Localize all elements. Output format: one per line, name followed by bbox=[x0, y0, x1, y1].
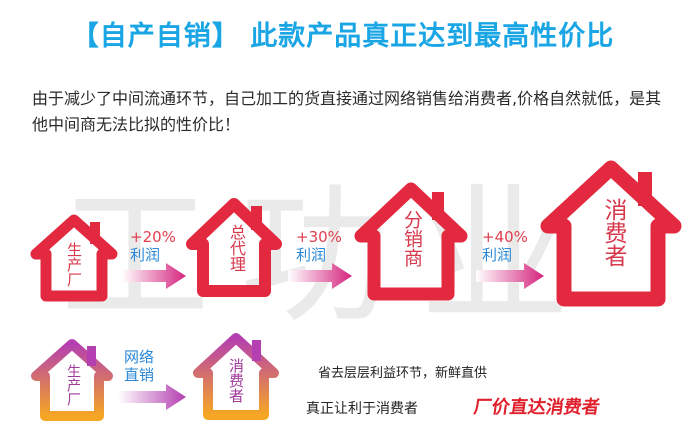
description-text: 由于减少了中间流通环节，自己加工的货直接通过网络销售给消费者,价格自然就低，是其… bbox=[32, 89, 662, 134]
arrow-icon bbox=[122, 263, 186, 289]
house-label: 总代理 bbox=[227, 224, 246, 272]
house-label: 消费者 bbox=[600, 198, 626, 267]
arrow-icon bbox=[476, 263, 544, 289]
watermark: 工功业 bbox=[60, 172, 601, 342]
house-consumer: 消费者 bbox=[540, 158, 682, 308]
house-consumer-direct: 消费者 bbox=[192, 330, 280, 422]
house-icon bbox=[31, 339, 113, 421]
arrow-icon bbox=[288, 263, 352, 289]
house-label: 生产厂 bbox=[65, 364, 81, 406]
house-general-agent: 总代理 bbox=[186, 196, 282, 298]
markup-percent: +40% bbox=[482, 228, 528, 246]
markup-percent: +20% bbox=[130, 228, 176, 246]
house-label: 消费者 bbox=[227, 358, 245, 403]
banner-prefix: 真正让利于消费者 bbox=[306, 401, 418, 417]
channel-label-line2: 直销 bbox=[124, 366, 155, 384]
markup-word: 利润 bbox=[296, 246, 327, 264]
title-bracket-text: 【自产自销】 bbox=[71, 21, 240, 52]
house-label: 分销商 bbox=[401, 210, 423, 267]
house-distributor: 分销商 bbox=[354, 180, 468, 302]
house-factory: 生产厂 bbox=[30, 212, 118, 302]
markup-percent: +30% bbox=[296, 228, 342, 246]
markup-word: 利润 bbox=[130, 246, 161, 264]
benefit-note: 省去层层利益环节，新鲜直供 bbox=[318, 366, 488, 381]
house-icon bbox=[540, 160, 682, 307]
house-label: 生产厂 bbox=[65, 242, 83, 287]
house-icon bbox=[354, 182, 468, 301]
house-icon bbox=[193, 333, 279, 420]
house-icon bbox=[30, 214, 118, 302]
channel-label-line1: 网络 bbox=[124, 348, 155, 366]
house-icon bbox=[186, 198, 282, 297]
page-title: 【自产自销】 此款产品真正达到最高性价比 bbox=[0, 14, 686, 53]
title-main-text: 此款产品真正达到最高性价比 bbox=[239, 21, 615, 52]
house-factory-direct: 生产厂 bbox=[30, 336, 114, 422]
markup-word: 利润 bbox=[482, 246, 513, 264]
banner-main: 厂价直达消费者 bbox=[472, 397, 602, 418]
arrow-icon bbox=[118, 384, 186, 410]
